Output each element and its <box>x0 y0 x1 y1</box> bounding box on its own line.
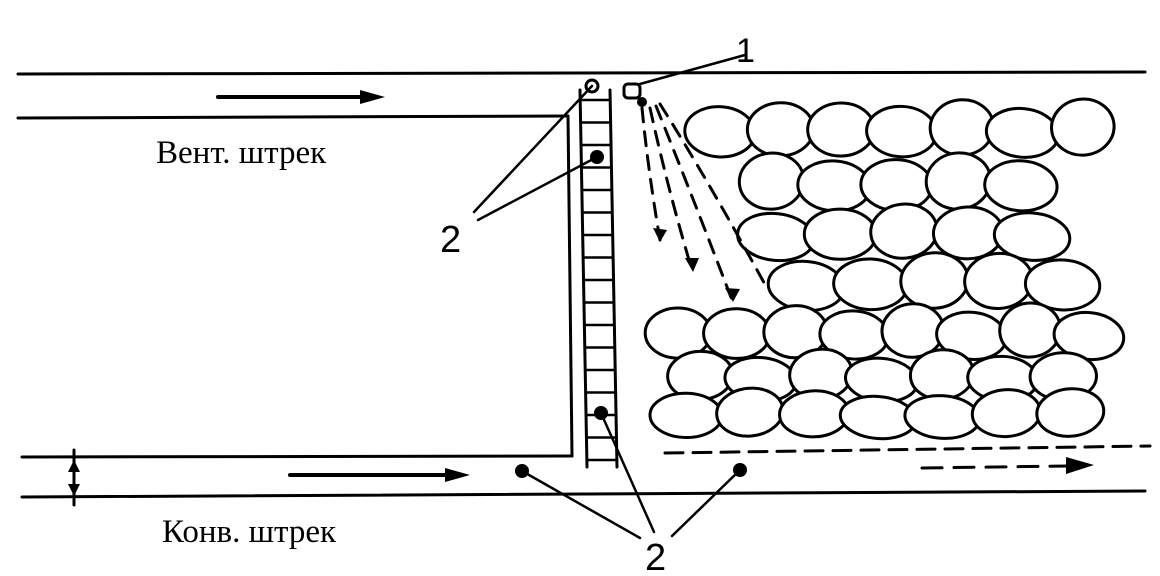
vent-drift-top-wall <box>16 70 1147 76</box>
water-spray <box>640 102 770 302</box>
vent-drift-label: Вент. штрек <box>156 135 327 171</box>
rock-block <box>806 101 876 158</box>
rock-block <box>737 151 806 211</box>
rock-block <box>802 207 878 261</box>
rock-block <box>984 106 1060 159</box>
powered-support-ladder <box>578 88 619 469</box>
marker-1-label: 1 <box>736 32 755 70</box>
marker-2-upper-label: 2 <box>440 219 461 261</box>
vent-drift <box>16 70 1147 120</box>
leader-line-1 <box>638 53 747 86</box>
rock-block <box>924 151 993 211</box>
conv-drift-bottom-wall <box>20 489 1147 499</box>
conv-drift <box>20 444 1152 507</box>
conv-airflow-arrow <box>288 468 470 482</box>
rock-block <box>702 307 772 360</box>
conv-drift-top-wall <box>20 454 574 459</box>
marker-2-lower-label: 2 <box>645 537 666 576</box>
leakage-airflow-arrow <box>920 457 1094 474</box>
vent-drift-bottom-wall <box>16 114 570 120</box>
coal-face-wall <box>566 114 574 458</box>
conv-drift-label: Конв. штрек <box>162 514 337 550</box>
vent-airflow-arrow <box>216 90 385 104</box>
gob-caved-rock <box>643 97 1126 441</box>
rock-block <box>1023 258 1102 312</box>
leader-lines-2 <box>472 84 742 540</box>
rock-block <box>992 211 1072 262</box>
rock-block <box>1050 97 1116 157</box>
rock-block <box>865 104 938 159</box>
rock-block <box>1035 387 1106 438</box>
rock-block <box>832 257 909 312</box>
gob-edge-dashed-line <box>663 444 1152 455</box>
longwall-face <box>566 88 619 469</box>
rock-block <box>648 391 724 440</box>
rock-block <box>683 105 757 159</box>
rock-block <box>745 101 816 158</box>
rock-block <box>983 159 1059 213</box>
dimension-marker <box>68 448 80 507</box>
rock-block <box>903 394 981 440</box>
rock-block <box>963 251 1034 310</box>
sprayer-nozzle <box>622 53 747 107</box>
